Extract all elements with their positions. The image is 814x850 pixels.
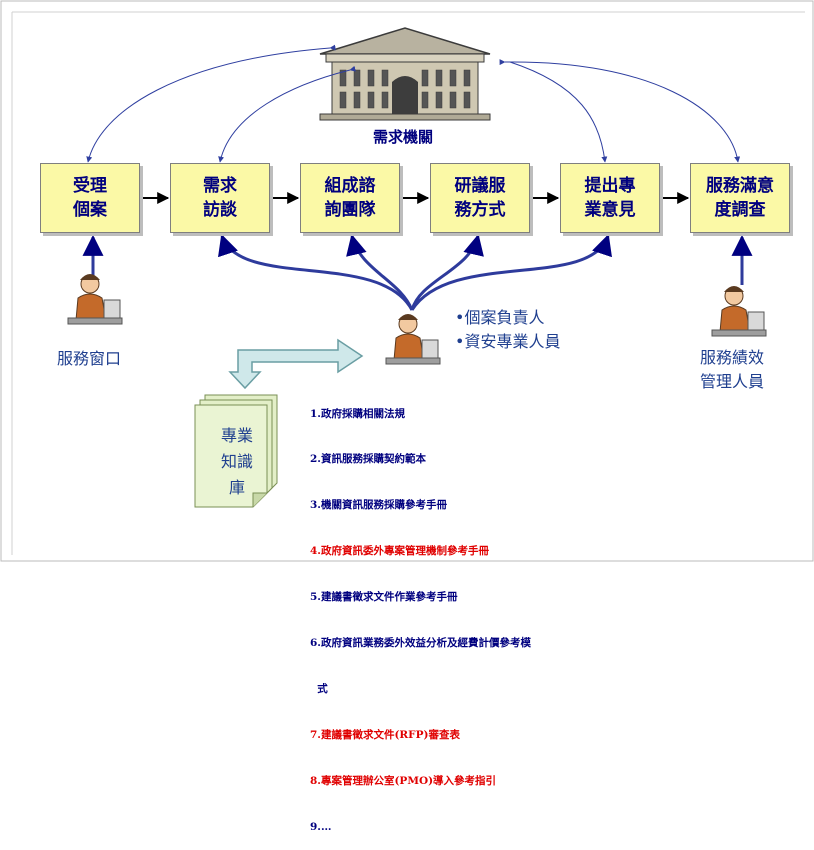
- document-item: 5.建議書徵求文件作業參考手冊: [310, 591, 458, 604]
- manager-label-line1: 服務績效: [700, 348, 765, 367]
- person-at-desk-icon: [67, 274, 123, 325]
- diagram-canvas: [0, 0, 814, 562]
- role-bullet-security-expert: •資安專業人員: [455, 332, 561, 351]
- person-at-desk-icon: [711, 286, 767, 337]
- building-icon: [319, 27, 491, 121]
- step-accept-case: 受理 個案: [40, 163, 140, 233]
- outer-border: [0, 0, 814, 562]
- role-bullet-case-owner: •個案負責人: [455, 308, 545, 327]
- document-item: 2.資訊服務採購契約範本: [310, 453, 426, 466]
- knowledge-base-label: 專業 知識 庫: [220, 426, 253, 497]
- consultant-connectors: [218, 233, 612, 311]
- document-item: 6.政府資訊業務委外效益分析及經費計價參考模: [310, 637, 531, 650]
- service-window-label: 服務窗口: [57, 349, 122, 368]
- stacked-documents-icon: [194, 394, 278, 508]
- step-form-team: 組成諮 詢團隊: [300, 163, 400, 233]
- right-arrow-icon: [228, 338, 364, 390]
- building-label: 需求機關: [373, 128, 434, 146]
- document-item: 3.機關資訊服務採購參考手冊: [310, 499, 447, 512]
- step-needs-interview: 需求 訪談: [170, 163, 270, 233]
- document-item: 9.…: [310, 820, 332, 833]
- document-item: 8.專案管理辦公室(PMO)導入參考指引: [310, 774, 497, 787]
- step-satisfaction-survey: 服務滿意 度調查: [690, 163, 790, 233]
- manager-label-line2: 管理人員: [700, 372, 765, 391]
- document-item: 7.建議書徵求文件(RFP)審查表: [310, 728, 460, 741]
- step-professional-advice: 提出專 業意見: [560, 163, 660, 233]
- document-item: 式: [310, 682, 328, 695]
- person-at-desk-icon: [385, 314, 441, 365]
- document-list: 1.政府採購相關法規 2.資訊服務採購契約範本 3.機關資訊服務採購參考手冊 4…: [310, 376, 531, 850]
- building-connectors: [86, 44, 741, 163]
- document-item: 1.政府採購相關法規: [310, 407, 405, 420]
- document-item: 4.政府資訊委外專案管理機制參考手冊: [310, 545, 489, 558]
- step-study-service: 研議服 務方式: [430, 163, 530, 233]
